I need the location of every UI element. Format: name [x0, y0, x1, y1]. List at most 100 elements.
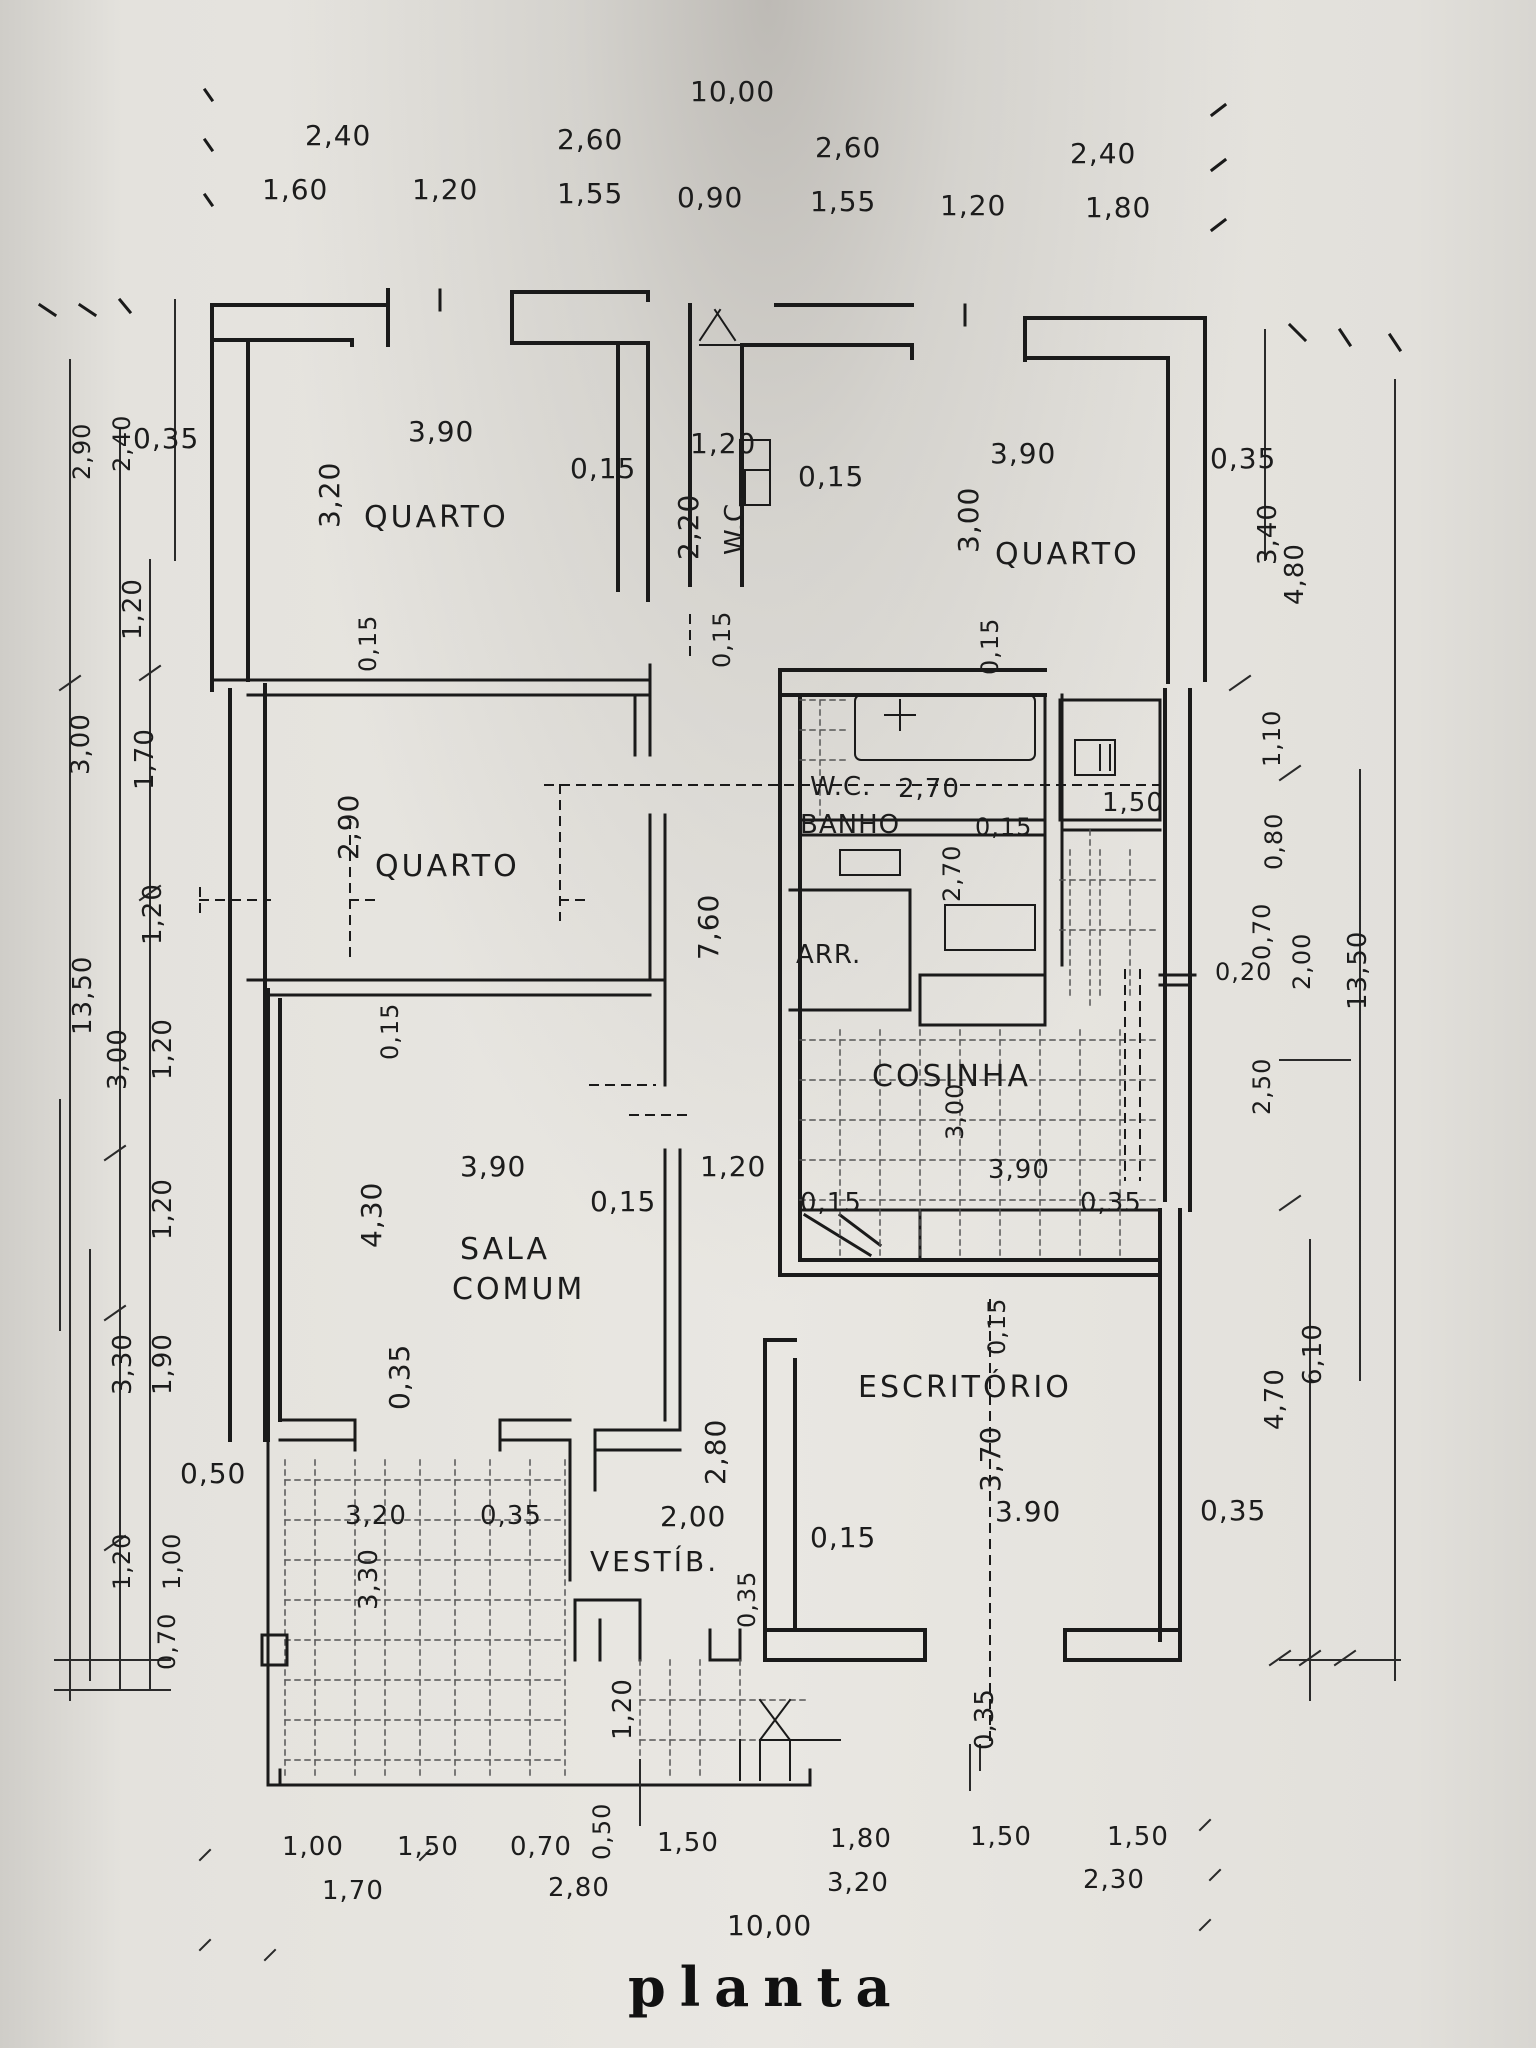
dim-cosinha-width: 3,90 [988, 1155, 1050, 1185]
dim-vestib-height: 2,80 [699, 1418, 732, 1485]
bottom-sub-dim-4: 2,30 [1083, 1865, 1145, 1895]
dim-wc-height: 2,20 [672, 493, 705, 560]
top-sub-dim-7: 1,80 [1085, 191, 1152, 224]
dim-small-room-width: 1,50 [1102, 788, 1164, 818]
porch-outline [260, 1438, 812, 1787]
dim-q1-height: 3,20 [313, 461, 346, 528]
dim-q3-height: 2,90 [332, 793, 365, 860]
bottom-sub-dim-1: 1,70 [322, 1876, 384, 1906]
dimension-lines [54, 299, 1401, 1962]
dim-escritorio-wall2: 0,35 [970, 1688, 1000, 1750]
left-dim-total: 13,50 [68, 955, 98, 1035]
dim-vestib-width: 2,00 [660, 1500, 727, 1533]
room-label-wc-small: W.C. [720, 493, 750, 555]
room-label-wc-banho: W.C. [810, 772, 872, 802]
entry-steps [739, 1698, 841, 1781]
right-dim-e: 6,10 [1298, 1323, 1328, 1385]
left-dim-k: 3,30 [108, 1333, 138, 1395]
top-dim-1: 2,40 [305, 119, 372, 152]
left-dim-a: 2,90 [68, 422, 96, 480]
top-sub-dim-5: 1,55 [810, 185, 877, 218]
top-sub-dim-6: 1,20 [940, 189, 1007, 222]
dim-porch-wall: 0,35 [480, 1501, 542, 1531]
dim-q1-inner: 0,15 [570, 452, 637, 485]
dim-right-e: 2,50 [1248, 1057, 1276, 1115]
room-label-quarto-2: QUARTO [995, 537, 1140, 572]
top-ticks [37, 87, 1403, 353]
left-dim-m: 1,20 [108, 1532, 136, 1590]
left-dim-f: 1,20 [138, 883, 168, 945]
dim-escritorio-width: 3.90 [995, 1495, 1062, 1528]
dim-sala-inner2: 0,15 [376, 1002, 404, 1060]
bottom-dim-2: 1,50 [397, 1832, 459, 1862]
dim-q2-width: 3,90 [990, 437, 1057, 470]
dim-q3-inner: 0,15 [354, 614, 382, 672]
dim-escritorio-wall: 0,35 [1200, 1494, 1267, 1527]
left-dim-e: 3,00 [66, 713, 96, 775]
dim-escritorio-height: 3,70 [974, 1425, 1007, 1492]
dim-right-b: 0,80 [1260, 812, 1288, 870]
left-dim-l: 1,90 [148, 1333, 178, 1395]
bottom-dim-7: 1,50 [970, 1822, 1032, 1852]
room-label-quarto-1: QUARTO [364, 500, 509, 535]
dim-wc-wall: 0,15 [708, 610, 736, 668]
dim-q1-wall: 0,35 [133, 422, 200, 455]
dim-q2-inner2: 0,15 [976, 617, 1004, 675]
left-dim-o: 1,00 [158, 1532, 186, 1590]
door-marks [199, 614, 1161, 1741]
room-label-vestib: VESTÍB. [590, 1545, 720, 1578]
dim-sala-wall: 0,35 [383, 1343, 416, 1410]
right-dim-a: 3,40 [1253, 503, 1283, 565]
dim-q2-inner: 0,15 [798, 460, 865, 493]
fixtures [698, 308, 1116, 951]
top-dim-2: 2,60 [557, 123, 624, 156]
room-label-banho: BANHO [800, 810, 901, 840]
dim-right-a: 0,70 [1248, 902, 1276, 960]
left-dim-c: 1,20 [118, 578, 148, 640]
left-dim-b: 2,40 [108, 414, 136, 472]
dim-vestib-wall: 0,35 [733, 1570, 761, 1628]
bottom-dim-5: 1,50 [657, 1828, 719, 1858]
bottom-dim-1: 1,00 [282, 1832, 344, 1862]
dim-cosinha-wall: 0,35 [1080, 1188, 1142, 1218]
right-dim-d: 4,70 [1260, 1368, 1290, 1430]
top-sub-dim-1: 1,60 [262, 173, 329, 206]
dim-sala-inner: 0,15 [590, 1185, 657, 1218]
right-dim-b: 4,80 [1280, 543, 1310, 605]
dim-q2-wall: 0,35 [1210, 442, 1277, 475]
top-dim-3: 2,60 [815, 131, 882, 164]
bottom-dim-4: 0,50 [588, 1802, 616, 1860]
right-dim-total: 13,50 [1343, 930, 1373, 1010]
left-dim-i: 1,20 [148, 1018, 178, 1080]
left-dim-j: 1,20 [148, 1178, 178, 1240]
bottom-total-dimension: 10,00 [727, 1909, 813, 1942]
room-label-quarto-3: QUARTO [375, 849, 520, 884]
room-label-sala-line1: SALA [460, 1232, 551, 1267]
left-dim-n: 0,70 [153, 1612, 181, 1670]
bottom-sub-dim-2: 2,80 [548, 1873, 610, 1903]
dim-vestib-door: 1,20 [608, 1678, 638, 1740]
dim-banho-wall: 0,15 [975, 813, 1033, 841]
dim-right-d: 0,20 [1215, 958, 1273, 986]
dim-cosinha-height: 3,00 [941, 1082, 969, 1140]
room-label-escritorio: ESCRITÓRIO [858, 1370, 1072, 1405]
top-dim-4: 2,40 [1070, 137, 1137, 170]
room-label-arr: ARR. [796, 940, 862, 970]
dim-q1-width: 3,90 [408, 415, 475, 448]
dim-sala-height: 4,30 [355, 1181, 388, 1248]
dim-porch-width: 3,20 [345, 1501, 407, 1531]
dim-corridor-width: 1,20 [700, 1150, 767, 1183]
top-total-dimension: 10,00 [690, 75, 776, 108]
top-sub-dim-4: 0,90 [677, 181, 744, 214]
room-label-cosinha: COSINHA [872, 1059, 1031, 1094]
room-label-sala-line2: COMUM [452, 1272, 586, 1307]
top-sub-dim-3: 1,55 [557, 177, 624, 210]
dim-banho-height: 2,70 [938, 844, 966, 902]
dim-banho-width: 2,70 [898, 774, 960, 804]
dim-wc-width: 1,20 [690, 427, 757, 460]
dim-escritorio-inner: 0,15 [983, 1297, 1011, 1355]
bottom-dim-6: 1,80 [830, 1824, 892, 1854]
dim-vestib-inner: 0,15 [810, 1521, 877, 1554]
dim-sala-width: 3,90 [460, 1150, 527, 1183]
